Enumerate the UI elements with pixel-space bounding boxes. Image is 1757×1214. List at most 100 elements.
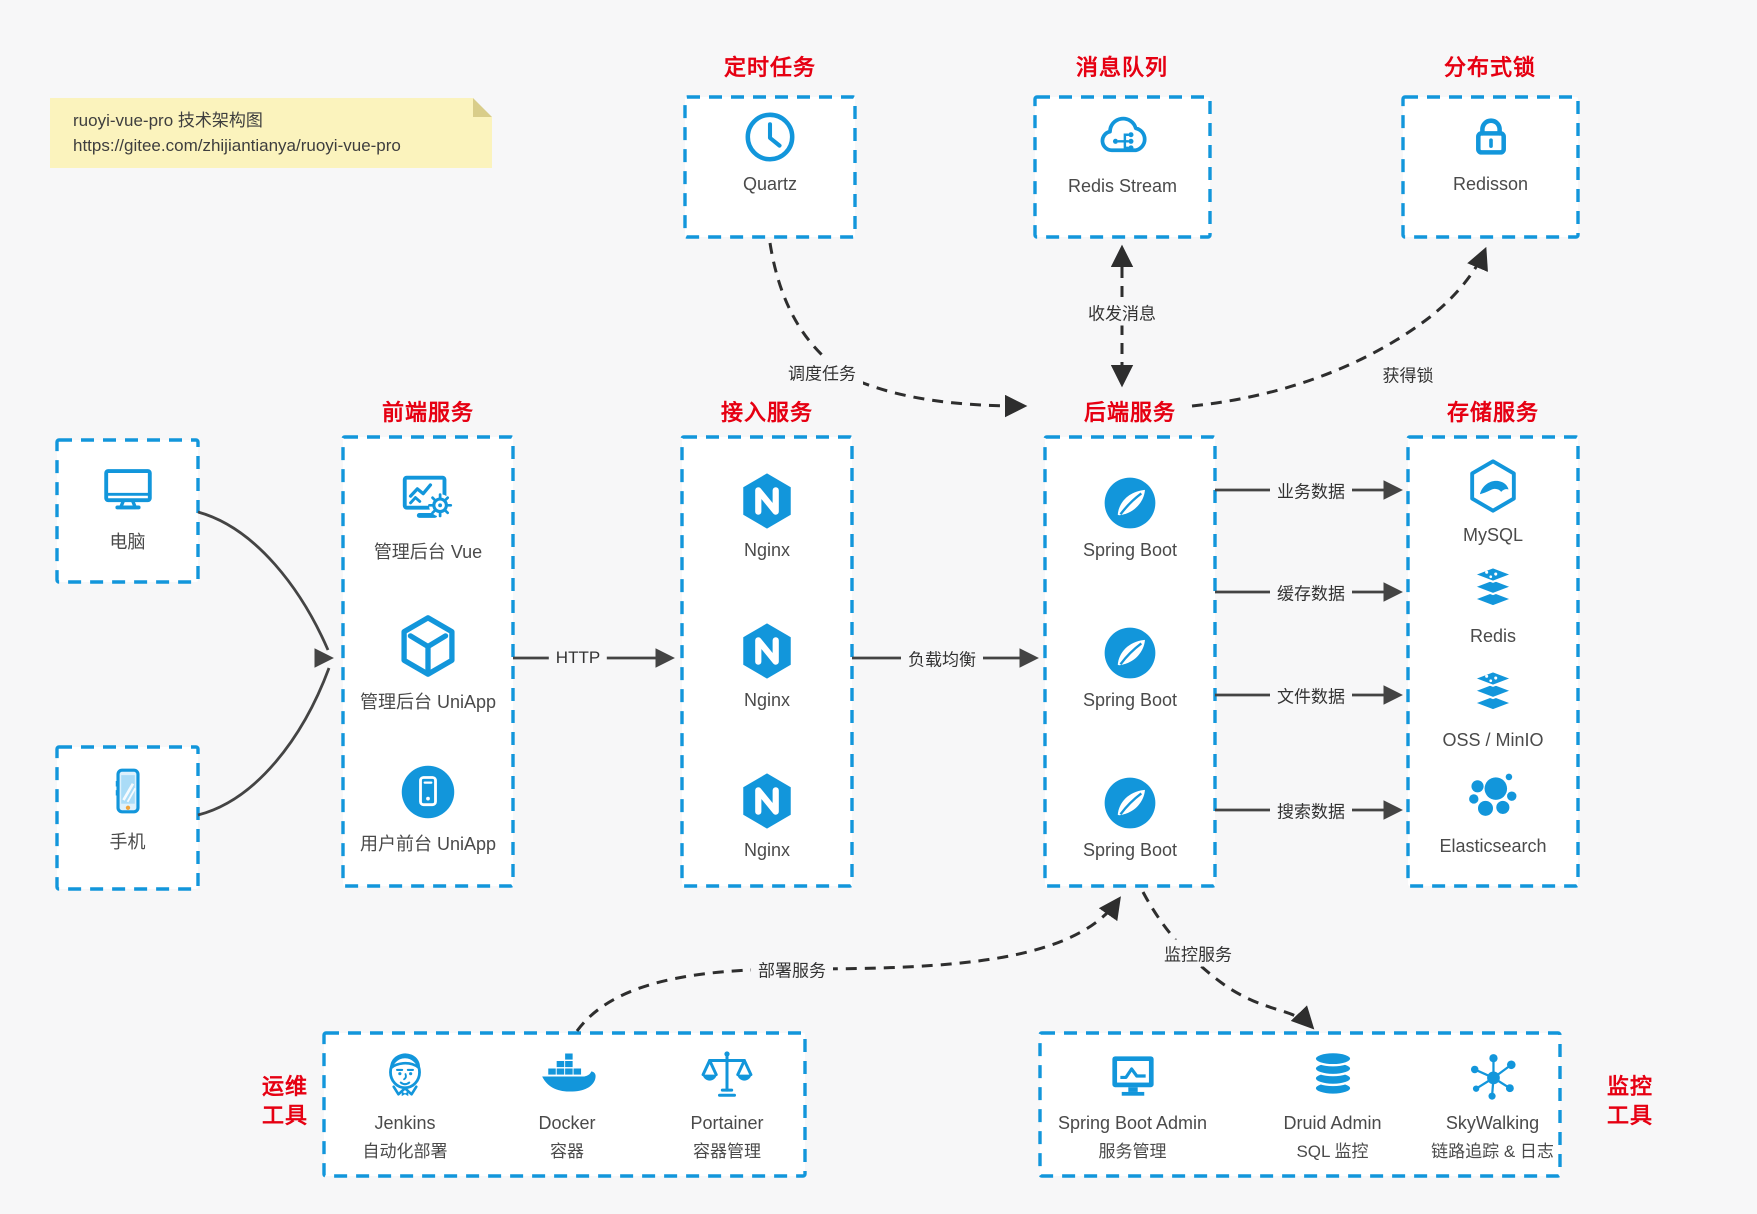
scheduler-group-box [683, 95, 857, 239]
nginx-label-3: Nginx [743, 840, 791, 860]
pc-client-label: 电脑 [109, 532, 146, 552]
spring-icon [1101, 474, 1159, 532]
mobile-client-label: 手机 [109, 832, 146, 852]
cloud-stream-icon [1093, 108, 1153, 168]
skywalking-name: SkyWalking [1445, 1113, 1540, 1133]
docker-name: Docker [538, 1113, 596, 1133]
pc-client-item: 电脑 [57, 458, 198, 554]
scheduler-group-title: 定时任务 [723, 55, 817, 80]
deploy-edge-label: 部署服务 [751, 955, 833, 983]
sba-icon [1103, 1046, 1163, 1106]
redisson-item: Redisson [1403, 108, 1578, 195]
load-balance-edge-label: 负载均衡 [901, 644, 983, 672]
quartz-item: Quartz [685, 108, 855, 195]
messaging-edge-label: 收发消息 [1081, 298, 1163, 326]
mq-group-title: 消息队列 [1075, 55, 1169, 80]
ops-item-portainer: Portainer 容器管理 [657, 1046, 797, 1162]
redis-stream-item: Redis Stream [1035, 108, 1210, 197]
monitoring-item-sba: Spring Boot Admin 服务管理 [1040, 1046, 1225, 1162]
redis-stream-label: Redis Stream [1067, 176, 1178, 196]
admin-vue-icon [397, 468, 459, 530]
mysql-icon [1462, 455, 1524, 517]
schedule-task-arrow [768, 242, 1028, 418]
desktop-icon [97, 458, 159, 520]
oss-minio-label: OSS / MinIO [1442, 730, 1544, 750]
acquire-lock-edge-label: 获得锁 [1375, 360, 1441, 388]
acquire-lock-arrow [1191, 246, 1488, 408]
ops-group-box [322, 1031, 807, 1178]
redis-stack-icon [1464, 560, 1522, 618]
jenkins-icon [375, 1046, 435, 1106]
storage-group-title: 存储服务 [1446, 400, 1540, 425]
ops-item-docker: Docker 容器 [497, 1046, 637, 1162]
deploy-service-arrow [575, 896, 1121, 1032]
mobile-to-frontend-curve [197, 667, 331, 817]
cache-data-edge-label: 缓存数据 [1270, 578, 1352, 606]
spring-boot-label-2: Spring Boot [1082, 690, 1178, 710]
druid-icon [1303, 1046, 1363, 1106]
pc-to-frontend-curve [197, 510, 330, 651]
quartz-label: Quartz [742, 174, 798, 194]
lock-icon [1462, 108, 1520, 166]
user-app-icon [398, 762, 458, 822]
portainer-name: Portainer [690, 1113, 764, 1133]
elasticsearch-icon [1463, 768, 1523, 828]
sba-desc: 服务管理 [1098, 1142, 1167, 1161]
redis-label: Redis [1469, 626, 1517, 646]
monitoring-group-title: 监控 工具 [1606, 1074, 1654, 1129]
mysql-label: MySQL [1462, 525, 1523, 545]
storage-item-redis: Redis [1408, 560, 1578, 647]
backend-group-title: 后端服务 [1083, 400, 1177, 425]
monitoring-item-skywalking: SkyWalking 链路追踪 & 日志 [1390, 1046, 1595, 1162]
elasticsearch-label: Elasticsearch [1439, 836, 1547, 856]
ops-group-title: 运维 工具 [261, 1074, 309, 1129]
portainer-desc: 容器管理 [693, 1142, 761, 1161]
business-data-edge-label: 业务数据 [1270, 476, 1352, 504]
storage-item-mysql: MySQL [1408, 455, 1578, 546]
frontend-item-user-uniapp: 用户前台 UniApp [343, 762, 513, 856]
backend-item-2: Spring Boot [1045, 624, 1215, 711]
admin-vue-label: 管理后台 Vue [373, 542, 483, 562]
mq-group-box [1033, 95, 1212, 239]
frontend-item-admin-uniapp: 管理后台 UniApp [343, 612, 513, 714]
mobile-client-item: 手机 [57, 762, 198, 854]
file-data-edge-label: 文件数据 [1270, 681, 1352, 709]
ops-item-jenkins: Jenkins 自动化部署 [335, 1046, 475, 1162]
clock-icon [741, 108, 799, 166]
http-edge-label: HTTP [548, 647, 608, 669]
monitor-service-arrow [1141, 891, 1315, 1030]
lock-group-box [1401, 95, 1580, 239]
storage-item-oss: OSS / MinIO [1408, 664, 1578, 751]
nginx-icon [736, 770, 798, 832]
docker-desc: 容器 [550, 1142, 584, 1161]
search-data-edge-label: 搜索数据 [1270, 796, 1352, 824]
druid-desc: SQL 监控 [1296, 1142, 1369, 1161]
note-url: https://gitee.com/zhijiantianya/ruoyi-vu… [73, 136, 401, 155]
skywalking-desc: 链路追踪 & 日志 [1431, 1142, 1554, 1161]
uniapp-cube-icon [394, 612, 462, 680]
pc-client-box [55, 438, 200, 584]
lock-group-title: 分布式锁 [1443, 55, 1537, 80]
spring-boot-label-1: Spring Boot [1082, 540, 1178, 560]
spring-icon [1101, 624, 1159, 682]
user-uniapp-label: 用户前台 UniApp [359, 834, 497, 854]
mobile-client-box [55, 745, 200, 891]
gateway-item-1: Nginx [682, 470, 852, 561]
frontend-item-admin-vue: 管理后台 Vue [343, 468, 513, 564]
frontend-group-title: 前端服务 [381, 400, 475, 425]
storage-group-box [1406, 435, 1580, 888]
sticky-note: ruoyi-vue-pro 技术架构图 https://gitee.com/zh… [50, 98, 492, 168]
spring-boot-label-3: Spring Boot [1082, 840, 1178, 860]
storage-item-elasticsearch: Elasticsearch [1408, 768, 1578, 857]
note-title: ruoyi-vue-pro 技术架构图 [73, 111, 263, 130]
spring-icon [1101, 774, 1159, 832]
nginx-label-1: Nginx [743, 540, 791, 560]
monitoring-group-box [1038, 1031, 1562, 1178]
nginx-icon [736, 470, 798, 532]
nginx-label-2: Nginx [743, 690, 791, 710]
gateway-item-3: Nginx [682, 770, 852, 861]
schedule-edge-label: 调度任务 [781, 358, 863, 386]
monitoring-item-druid: Druid Admin SQL 监控 [1245, 1046, 1420, 1162]
backend-item-1: Spring Boot [1045, 474, 1215, 561]
